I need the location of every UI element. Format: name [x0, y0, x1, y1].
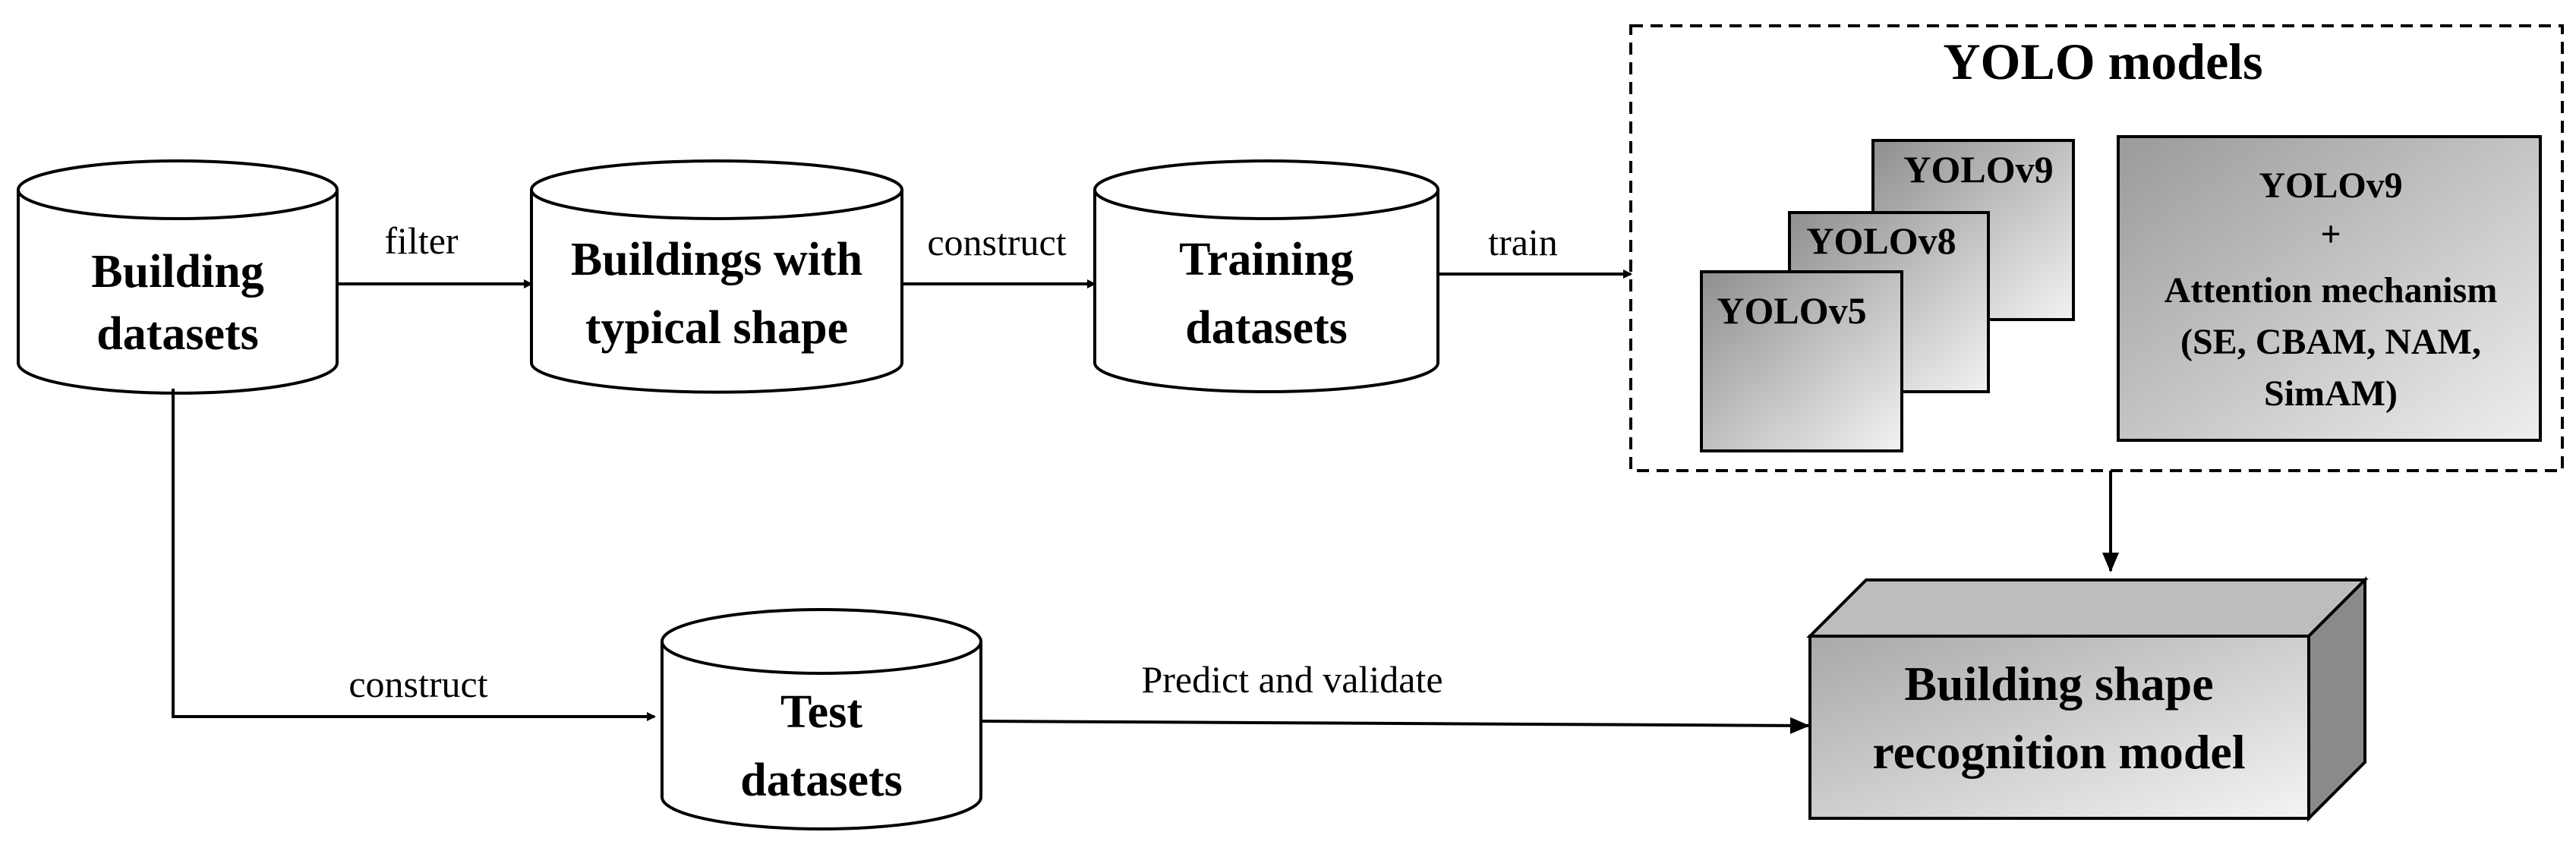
test-datasets-label-2: datasets [740, 755, 903, 806]
building-datasets-label-1: Building [91, 246, 263, 298]
training-datasets-label-2: datasets [1185, 302, 1348, 354]
test-datasets-label-1: Test [780, 686, 862, 738]
training-datasets-cylinder: Training datasets [1093, 159, 1439, 393]
building-datasets-cylinder: Building datasets [17, 159, 339, 395]
edge-construct-bottom: construct [172, 389, 656, 721]
edge-construct-top: construct [902, 221, 1096, 288]
yolov5-box: YOLOv5 [1700, 270, 1903, 452]
attention-mechanism-box: YOLOv9 + Attention mechanism (SE, CBAM, … [2117, 135, 2542, 442]
building-datasets-label-2: datasets [96, 308, 259, 360]
attention-line-5: SimAM) [2264, 373, 2398, 414]
edge-construct-bottom-label: construct [348, 663, 487, 705]
typical-shape-cylinder: Buildings with typical shape [530, 159, 903, 394]
yolov5-label: YOLOv5 [1717, 289, 1866, 332]
typical-shape-label-1: Buildings with [571, 234, 862, 285]
edge-construct-top-label: construct [927, 221, 1066, 263]
edge-train-label: train [1488, 221, 1558, 263]
yolo-group-title: YOLO models [1943, 33, 2262, 90]
recognition-model-box: Building shape recognition model [1806, 576, 2369, 822]
edge-predict: Predict and validate [980, 658, 1810, 734]
typical-shape-label-2: typical shape [585, 302, 848, 354]
edge-predict-label: Predict and validate [1141, 658, 1442, 701]
yolov8-label: YOLOv8 [1806, 219, 1956, 262]
edge-filter: filter [337, 219, 533, 288]
attention-line-1: YOLOv9 [2259, 165, 2402, 206]
edge-train: train [1438, 221, 1632, 279]
attention-line-3: Attention mechanism [2165, 270, 2498, 310]
attention-line-4: (SE, CBAM, NAM, [2180, 322, 2481, 362]
edge-filter-label: filter [384, 219, 459, 262]
yolo-models-group: YOLO models YOLOv9 YOLOv8 YOLOv5 YOLOv9 … [1629, 24, 2564, 472]
training-datasets-label-1: Training [1179, 234, 1354, 285]
yolov9-label: YOLOv9 [1903, 148, 2053, 191]
test-datasets-cylinder: Test datasets [661, 608, 982, 830]
recognition-model-label-1: Building shape [1904, 657, 2213, 711]
recognition-model-label-2: recognition model [1872, 725, 2245, 779]
attention-line-2: + [2320, 214, 2341, 254]
